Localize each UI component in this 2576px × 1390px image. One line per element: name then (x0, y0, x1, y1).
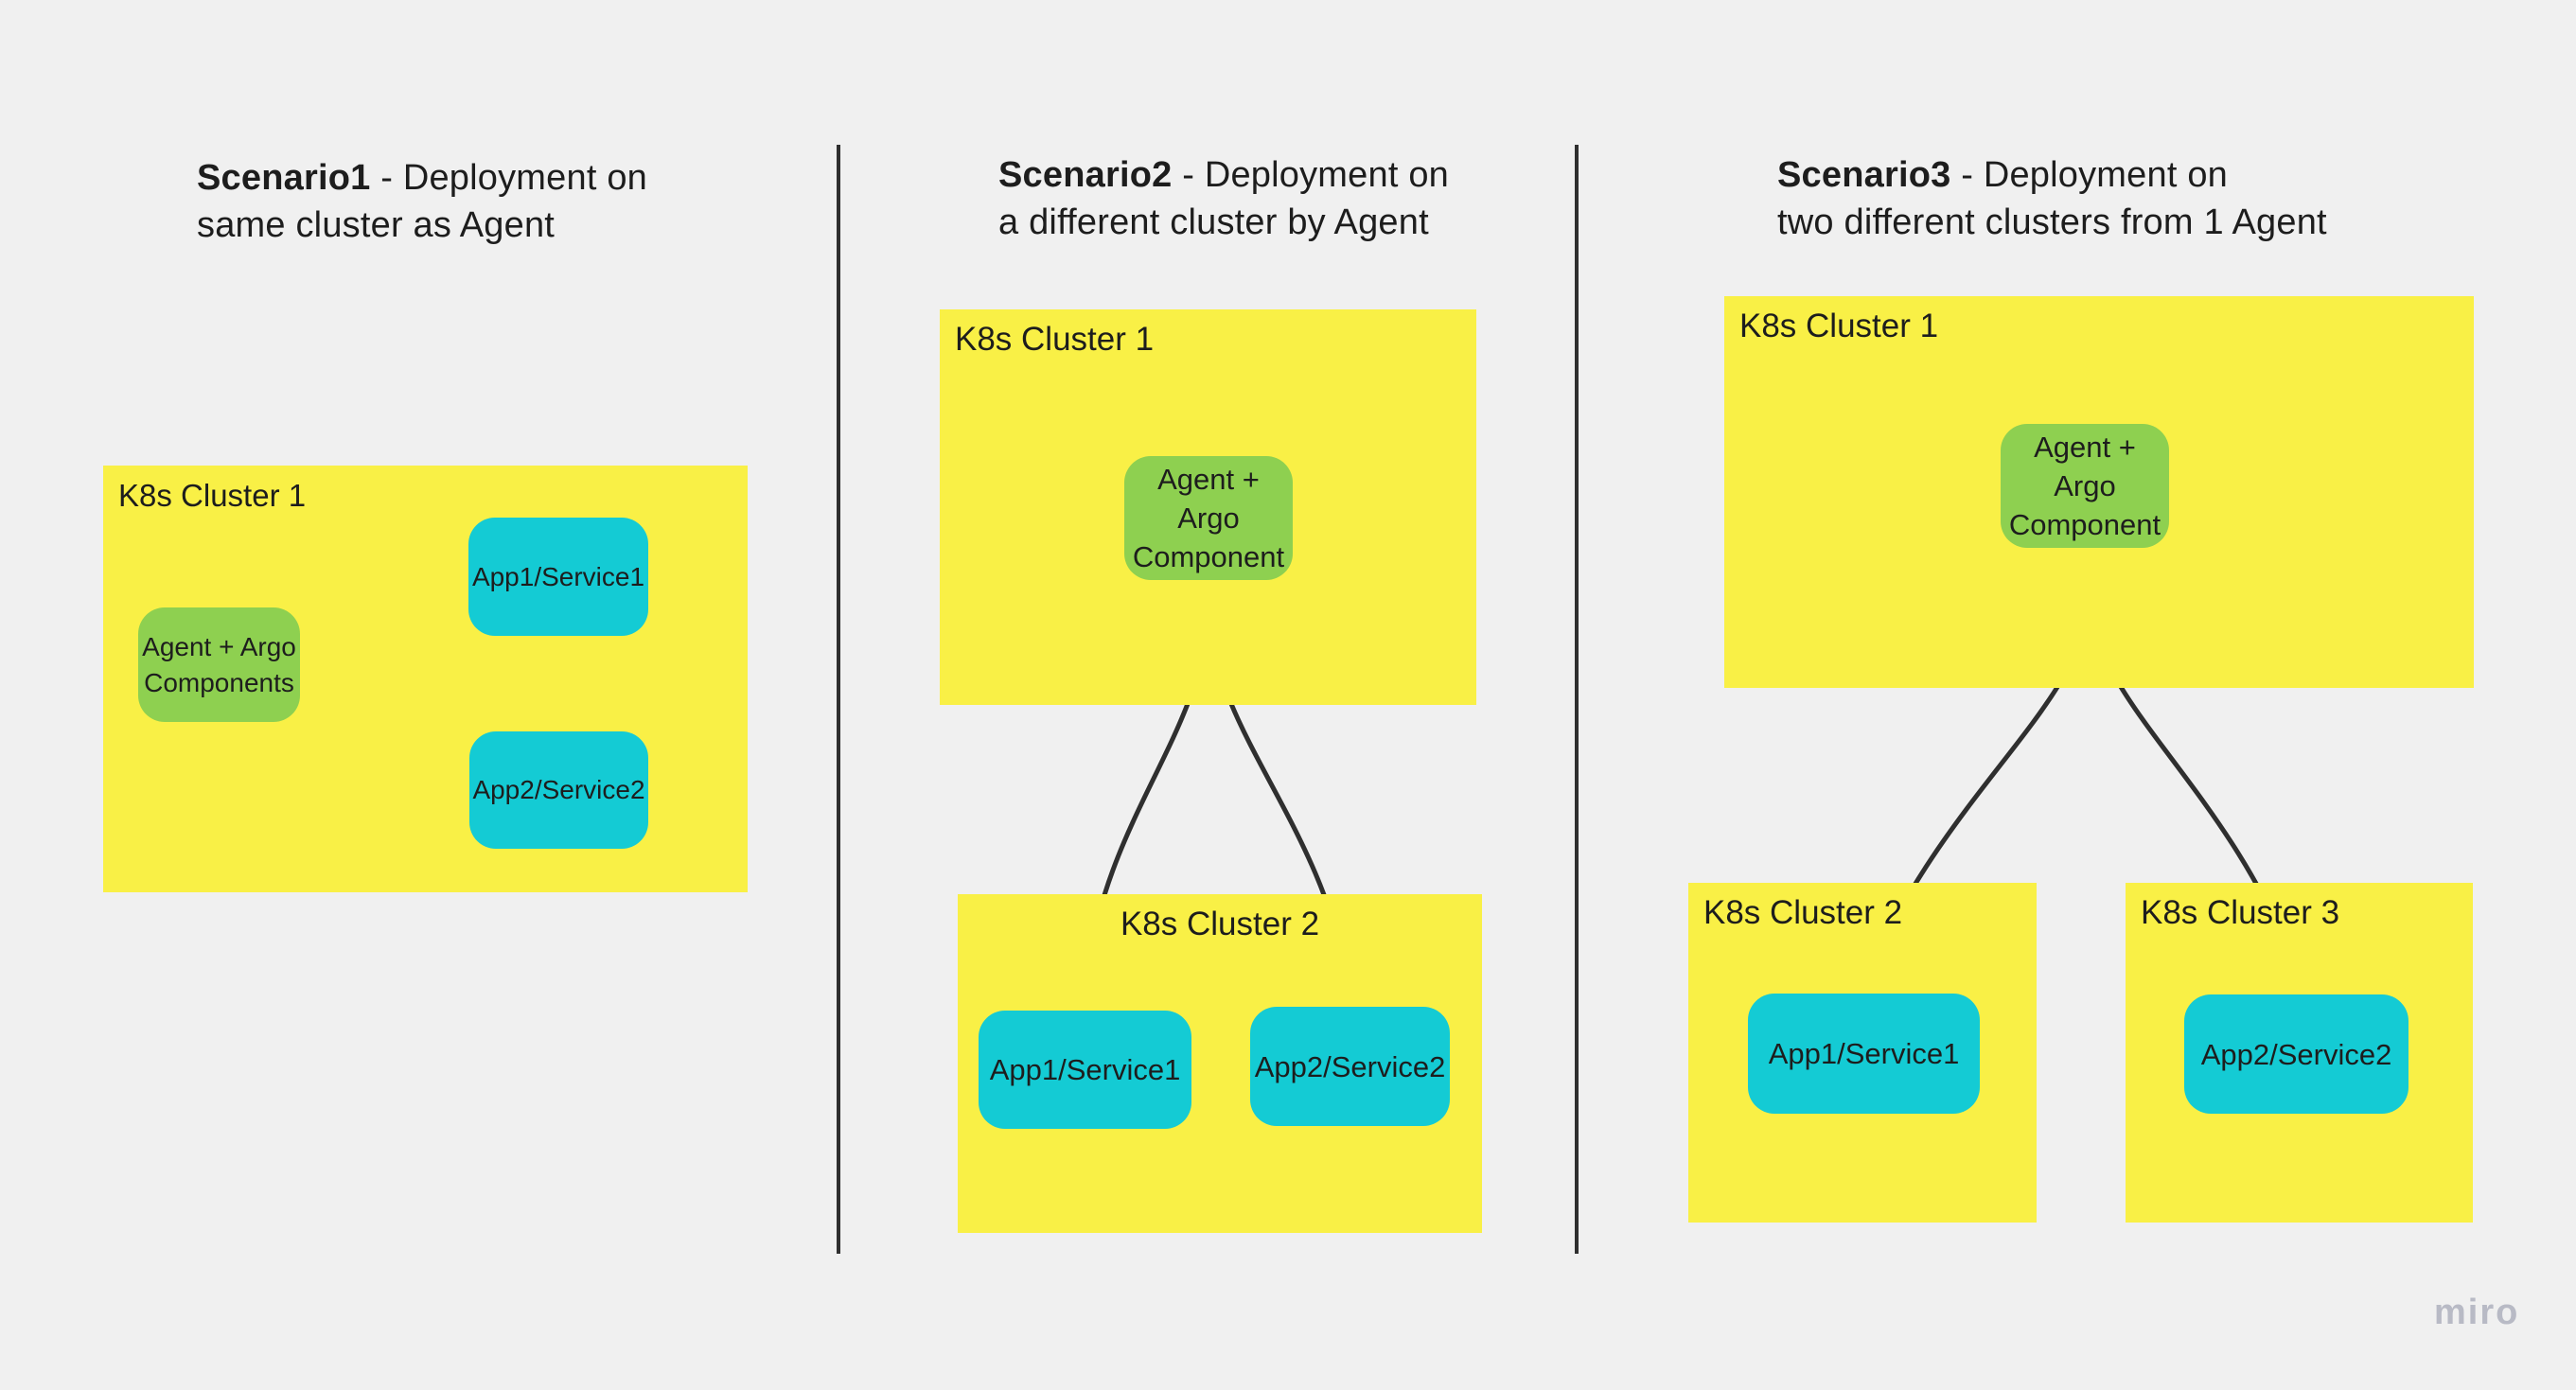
s3-agent-argo-node[interactable]: Agent + Argo Component (2001, 424, 2169, 548)
s3-app1-service1-node[interactable]: App1/Service1 (1748, 994, 1980, 1114)
scenario3-title-line2: two different clusters from 1 Agent (1777, 202, 2327, 242)
s1-app1-service1-node[interactable]: App1/Service1 (468, 518, 648, 636)
scenario2-title-line2: a different cluster by Agent (998, 202, 1429, 242)
s2-cluster1-box[interactable]: K8s Cluster 1 (940, 309, 1476, 705)
s3-cluster1-label: K8s Cluster 1 (1739, 308, 1939, 344)
s3-cluster3-box[interactable]: K8s Cluster 3 (2126, 883, 2473, 1223)
s3-cluster2-label: K8s Cluster 2 (1703, 894, 1903, 931)
s1-agent-argo-node[interactable]: Agent + Argo Components (138, 607, 300, 722)
scenario1-title[interactable]: Scenario1 - Deployment on same cluster a… (197, 154, 647, 249)
s3-app2-service2-node[interactable]: App2/Service2 (2184, 994, 2408, 1114)
miro-watermark-logo: miro (2434, 1293, 2520, 1332)
scenario1-title-line1: Scenario1 - Deployment on (197, 158, 648, 198)
scenario1-title-line2: same cluster as Agent (197, 205, 556, 245)
scenario3-title-line1: Scenario3 - Deployment on (1777, 155, 2229, 195)
s2-cluster2-label: K8s Cluster 2 (1120, 906, 1320, 942)
s2-cluster1-label: K8s Cluster 1 (955, 321, 1155, 358)
scenario2-title-line1: Scenario2 - Deployment on (998, 155, 1450, 195)
s2-agent-argo-node[interactable]: Agent + Argo Component (1124, 456, 1293, 580)
s2-app2-service2-node[interactable]: App2/Service2 (1250, 1007, 1450, 1126)
scenario2-title[interactable]: Scenario2 - Deployment on a different cl… (998, 151, 1449, 246)
s3-cluster3-label: K8s Cluster 3 (2141, 894, 2340, 931)
scenario3-title[interactable]: Scenario3 - Deployment on two different … (1777, 151, 2327, 246)
s1-cluster1-label: K8s Cluster 1 (118, 478, 307, 513)
s1-app2-service2-node[interactable]: App2/Service2 (469, 731, 648, 849)
s2-app1-service1-node[interactable]: App1/Service1 (979, 1011, 1191, 1129)
